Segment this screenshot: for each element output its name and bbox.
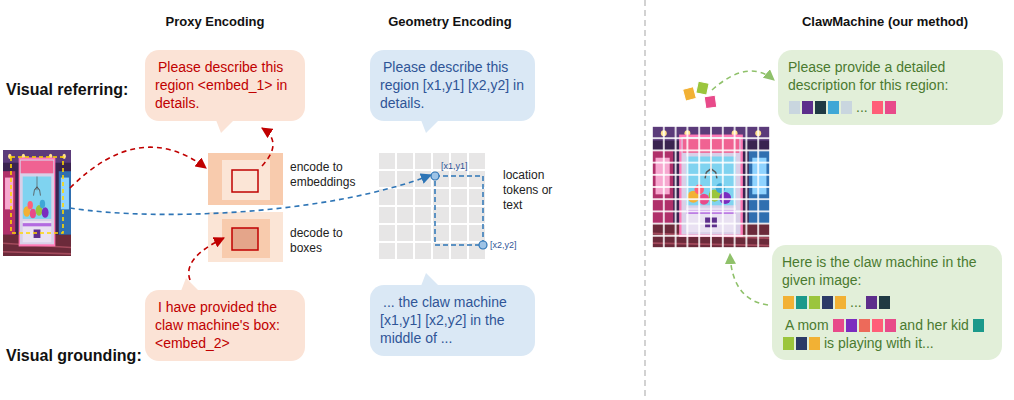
image-patch [841, 101, 852, 114]
image-patch [802, 101, 813, 114]
bubble-text: and her kid [900, 317, 969, 333]
bubble-tail-shape [421, 273, 439, 286]
patchified-image [652, 126, 770, 248]
bubble-tail-shape [181, 278, 199, 291]
image-patch [879, 296, 890, 309]
patch-group [865, 294, 891, 310]
annotation-label: [x2,y2] [490, 240, 517, 251]
annotation-label: location tokens or text [503, 168, 563, 213]
line-break [782, 312, 992, 316]
section-heading: Proxy Encoding [140, 14, 290, 30]
speech-bubble: ... the claw machine [x1,y1] [x2,y2] in … [370, 285, 535, 356]
speech-bubble: Here is the claw machine in the given im… [772, 245, 1002, 360]
image-patch [796, 296, 807, 309]
floating-patches [683, 81, 717, 109]
image-patch [822, 296, 833, 309]
image-patch [859, 319, 870, 332]
proxy-decode-box [208, 212, 283, 262]
patch-group [782, 294, 847, 310]
image-patch [885, 101, 896, 114]
bubble-tail-shape [216, 120, 234, 133]
annotation-label: [x1,y1] [441, 161, 468, 172]
annotation-label: decode to boxes [290, 226, 350, 256]
image-patch [835, 296, 846, 309]
section-divider [644, 0, 645, 400]
claw-machine-photo [3, 150, 71, 256]
bubble-text: I have provided the claw machine's box: … [155, 299, 280, 351]
image-patch [789, 101, 800, 114]
image-patch [815, 101, 826, 114]
bubble-tail [421, 273, 439, 286]
image-patch [872, 101, 883, 114]
image-patch [809, 296, 820, 309]
image-patch [885, 319, 896, 332]
bubble-text: ... the claw machine [x1,y1] [x2,y2] in … [380, 294, 507, 346]
bubble-tail [216, 120, 234, 133]
image-patch [783, 337, 794, 350]
section-heading: Visual referring: [6, 80, 128, 100]
bubble-tail [421, 120, 439, 133]
speech-bubble: Please describe this region [x1,y1] [x2,… [370, 50, 535, 121]
image-patch [866, 296, 877, 309]
image-patch [872, 319, 883, 332]
section-heading: Visual grounding: [6, 346, 142, 366]
annotation-label: encode to embeddings [290, 160, 375, 190]
bubble-text: ... [850, 294, 862, 310]
patch-group [788, 99, 853, 115]
image-patch [846, 319, 857, 332]
image-patch [828, 101, 839, 114]
bubble-text: Please describe this region <embed_1> in… [155, 59, 287, 111]
section-heading: Geometry Encoding [380, 14, 520, 30]
location-grid [378, 152, 487, 260]
bubble-tail [181, 278, 199, 291]
bubble-text: A mom [785, 317, 829, 333]
proxy-embedding-box [208, 153, 283, 205]
image-patch [973, 319, 984, 332]
image-patch [796, 337, 807, 350]
speech-bubble: Please describe this region <embed_1> in… [145, 50, 305, 121]
bubble-text: Please provide a detailed description fo… [788, 58, 993, 94]
image-patch [833, 319, 844, 332]
image-patch [809, 337, 820, 350]
speech-bubble: Please provide a detailed description fo… [778, 50, 1003, 125]
section-heading: ClawMachine (our method) [785, 14, 985, 30]
bubble-text: Please describe this region [x1,y1] [x2,… [380, 59, 524, 111]
speech-bubble: I have provided the claw machine's box: … [145, 290, 305, 361]
bubble-text: Here is the claw machine in the given im… [782, 253, 992, 289]
bubble-text: is playing with it... [824, 335, 934, 351]
patch-group [871, 99, 897, 115]
patch-group [832, 317, 897, 333]
bubble-text: ... [856, 99, 868, 115]
bubble-tail-shape [421, 120, 439, 133]
image-patch [783, 296, 794, 309]
